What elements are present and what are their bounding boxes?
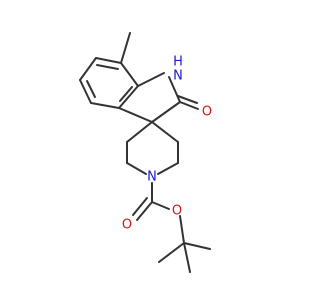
- bond-lactam-co-2: [177, 95, 198, 104]
- lactam-o-label: O: [202, 105, 212, 120]
- bond-c7a-n: [137, 72, 165, 87]
- bond-n-c2: [168, 76, 181, 103]
- bond-benzene-1: [95, 57, 122, 64]
- bond-pip-6: [151, 121, 179, 143]
- bond-benzene-4: [90, 102, 120, 109]
- ester-o-label: O: [172, 204, 182, 219]
- atom-labels: H N O N O O: [122, 55, 212, 233]
- amine-n-label: N: [173, 69, 183, 84]
- bond-benzene-3: [79, 79, 92, 104]
- carbonyl-o-label: O: [122, 218, 132, 233]
- bond-benzene-6: [120, 62, 139, 87]
- bond-c3-c3a: [118, 107, 153, 123]
- bonds: [79, 32, 211, 273]
- bond-pip-1: [126, 121, 153, 143]
- bond-carbonyl-o-2: [132, 197, 148, 216]
- bond-carbonyl-o-1: [136, 201, 153, 221]
- bond-lactam-co-1: [179, 101, 199, 110]
- bond-ester-o: [151, 201, 170, 210]
- amine-h-label: H: [173, 55, 183, 70]
- bond-pip-4: [157, 162, 179, 175]
- bond-methyl: [120, 32, 131, 64]
- bond-o-tbu: [179, 215, 185, 244]
- bond-benzene-2: [79, 57, 97, 81]
- bond-benzene-5-inner: [119, 86, 133, 102]
- bond-c2-c3: [151, 101, 181, 123]
- bond-tbu-methyl-left: [158, 242, 185, 263]
- molecule-structure: H N O N O O: [79, 32, 212, 273]
- bond-benzene-3-inner: [86, 80, 96, 98]
- bond-benzene-5: [118, 85, 139, 109]
- bond-pip-3: [126, 162, 147, 175]
- piperidine-n-label: N: [147, 170, 157, 185]
- bond-tbu-methyl-down: [183, 242, 191, 273]
- bond-benzene-1-inner: [96, 64, 119, 70]
- bond-tbu-methyl-right: [183, 242, 211, 250]
